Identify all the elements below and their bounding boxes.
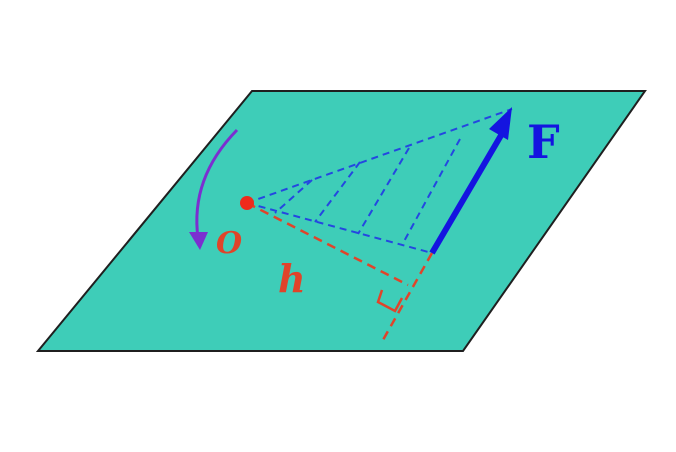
hatch-line	[274, 179, 313, 214]
hatch-line	[314, 161, 361, 223]
lever-arm-line	[246, 201, 409, 287]
pivot-label: O	[216, 226, 242, 261]
force-vector-shaft	[429, 130, 506, 255]
dashed-line-o-to-tip	[246, 108, 513, 204]
line-of-action-extension	[381, 252, 434, 341]
rotation-arrow-path	[195, 128, 239, 239]
lever-arm-label: h	[278, 256, 306, 301]
force-vector-arrowhead	[489, 107, 512, 140]
dashed-line-o-to-tail	[246, 202, 433, 254]
right-angle-marker-icon	[376, 289, 404, 313]
curved-rotation-arrow-icon	[189, 232, 208, 250]
force-label: F	[527, 115, 560, 169]
pivot-point	[240, 196, 254, 210]
hatch-line	[357, 147, 410, 235]
hatch-line	[401, 138, 461, 246]
plane	[35, 90, 647, 352]
